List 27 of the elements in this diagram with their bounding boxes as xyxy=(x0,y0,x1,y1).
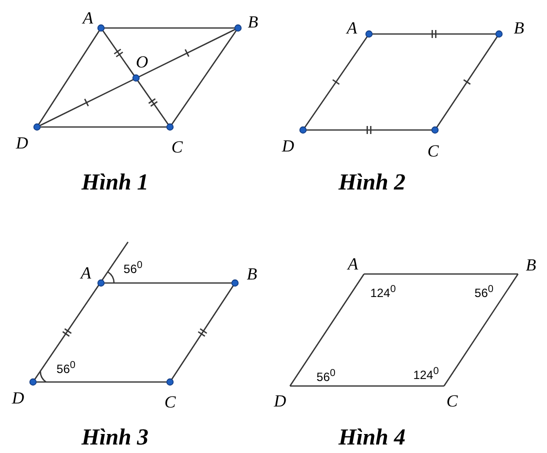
vertex-label: B xyxy=(246,266,258,282)
figure-caption: Hình 4 xyxy=(338,426,406,448)
vertex-label: C xyxy=(164,394,176,410)
vertex-label: B xyxy=(526,256,536,274)
figure-caption: Hình 3 xyxy=(81,426,149,448)
vertex-label: A xyxy=(80,264,92,282)
vertex-label: C xyxy=(427,142,439,160)
vertex-label: D xyxy=(12,390,24,406)
angle-label: 56$^{0}$ xyxy=(474,285,494,299)
vertex-label: C xyxy=(446,392,458,410)
vertex-label: A xyxy=(348,256,358,272)
vertex-label: A xyxy=(346,20,358,36)
figure-caption: Hình 1 xyxy=(81,170,149,194)
vertex-label: B xyxy=(248,14,258,30)
vertex-label: D xyxy=(282,138,294,154)
vertex-label: A xyxy=(82,10,94,26)
angle-label: 56$^{0}$ xyxy=(124,261,142,275)
vertex-label: D xyxy=(274,392,286,410)
angle-label: 124$^{0}$ xyxy=(413,367,439,381)
vertex-label: B xyxy=(514,20,524,36)
vertex-label: D xyxy=(16,134,28,152)
vertex-label: C xyxy=(171,138,183,156)
angle-label: 124$^{0}$ xyxy=(370,285,396,299)
figure-caption: Hình 2 xyxy=(338,170,406,194)
angle-label: 56$^{0}$ xyxy=(316,369,336,383)
vertex-label: O xyxy=(136,54,148,70)
angle-label: 56$^{0}$ xyxy=(56,361,76,375)
